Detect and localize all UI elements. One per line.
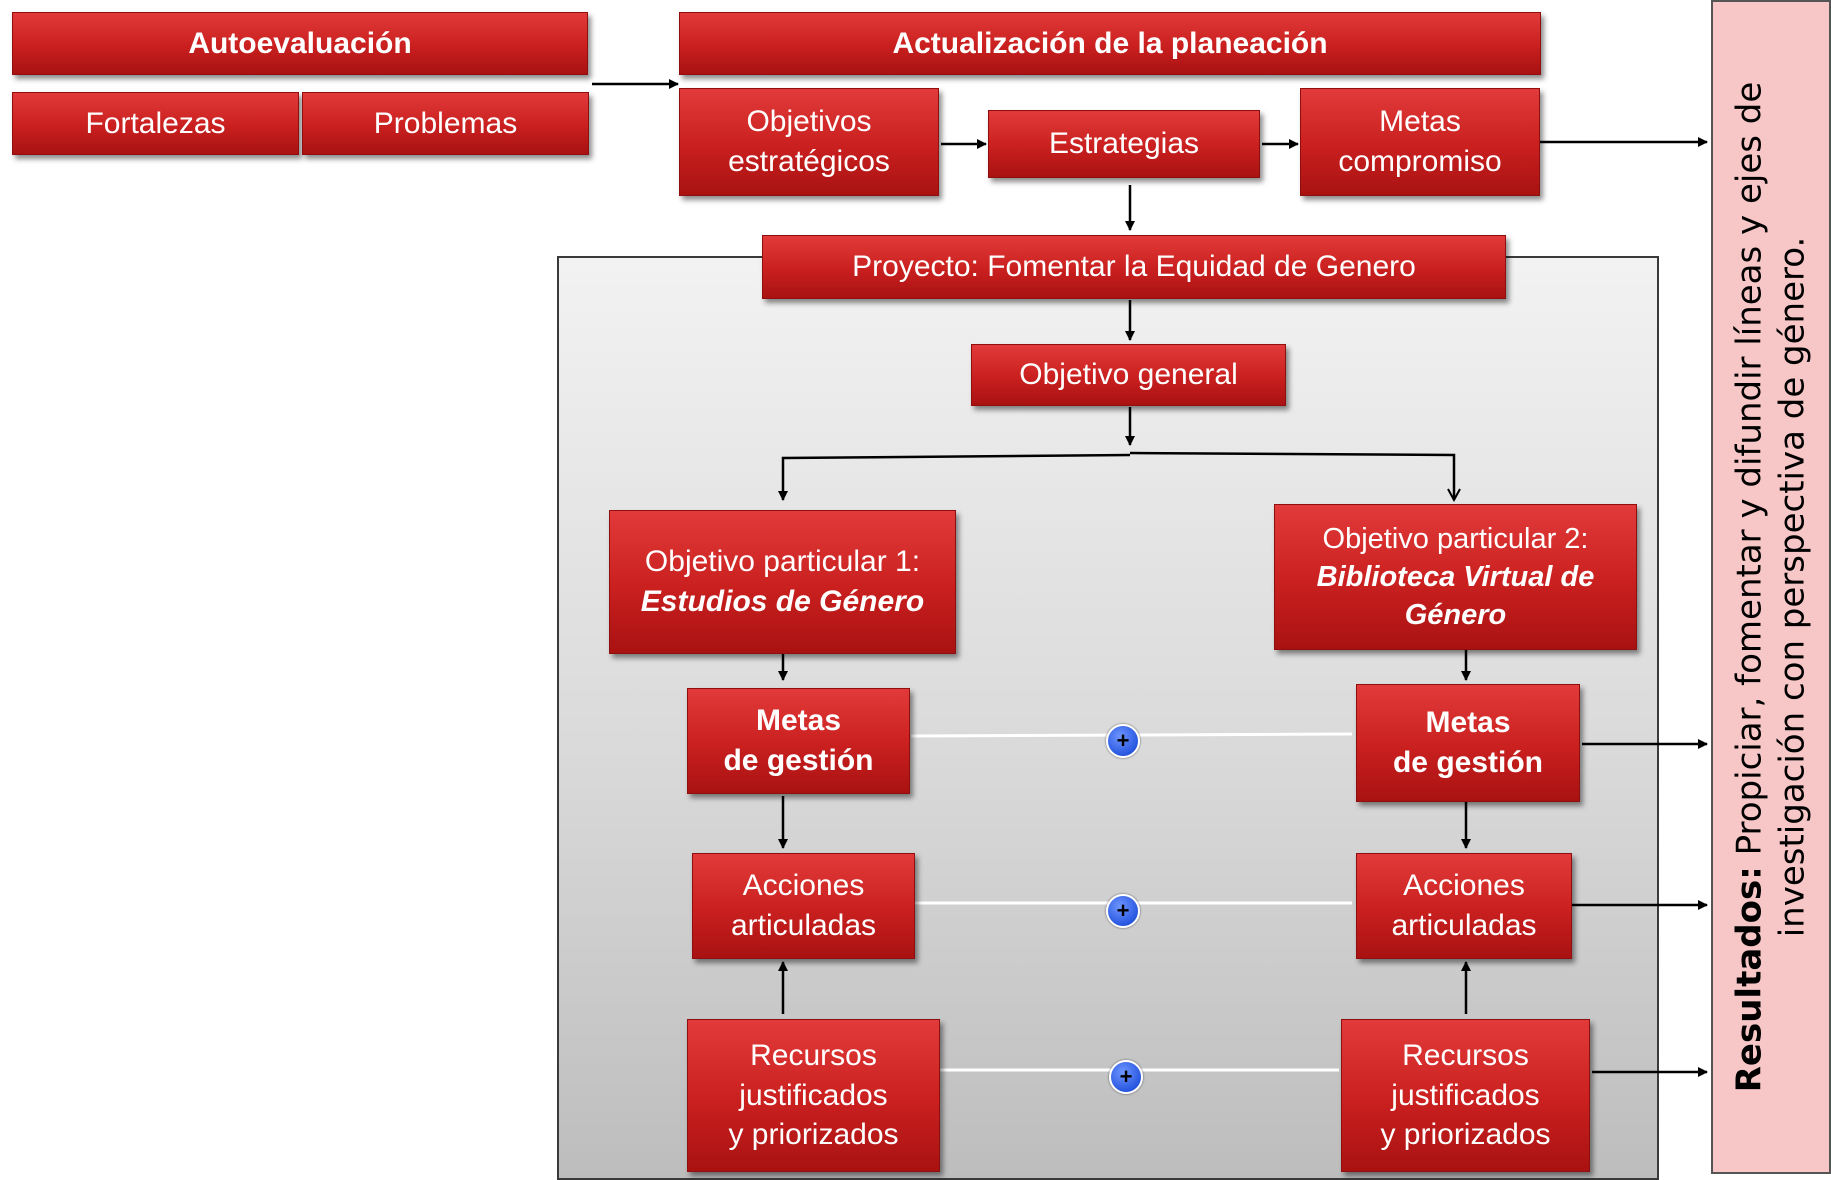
plus-icon: + xyxy=(1109,1060,1143,1094)
acciones-articuladas-right-box: Acciones articuladas xyxy=(1356,853,1572,959)
actualizacion-planeacion-box: Actualización de la planeación xyxy=(679,12,1541,75)
objetivo-general-box: Objetivo general xyxy=(971,344,1286,406)
objetivo-particular-2-box: Objetivo particular 2: Biblioteca Virtua… xyxy=(1274,504,1637,650)
acciones-articuladas-left-box: Acciones articuladas xyxy=(692,853,915,959)
objetivo-particular-1-label: Objetivo particular 1: xyxy=(644,545,921,579)
autoevaluacion-box: Autoevaluación xyxy=(12,12,588,75)
estrategias-box: Estrategias xyxy=(988,110,1260,178)
objetivo-particular-2-label: Objetivo particular 2: xyxy=(1322,522,1589,555)
objetivos-estrategicos-box: Objetivos estratégicos xyxy=(679,88,939,196)
metas-gestion-right-box: Metas de gestión xyxy=(1356,684,1580,802)
problemas-box: Problemas xyxy=(302,92,589,155)
line-branch-left xyxy=(778,453,1131,501)
plus-icon: + xyxy=(1106,724,1140,758)
results-panel: Resultados: Propiciar, fomentar y difund… xyxy=(1711,0,1831,1174)
recursos-left-box: Recursos justificados y priorizados xyxy=(687,1019,940,1172)
objetivo-particular-1-box: Objetivo particular 1: Estudios de Géner… xyxy=(609,510,956,654)
fortalezas-box: Fortalezas xyxy=(12,92,299,155)
line-branch-right xyxy=(1129,451,1454,500)
objetivo-particular-1-name: Estudios de Género xyxy=(640,585,925,618)
objetivo-particular-2-name: Biblioteca Virtual de Género xyxy=(1316,560,1595,632)
proyecto-title-box: Proyecto: Fomentar la Equidad de Genero xyxy=(762,235,1506,299)
metas-compromiso-box: Metas compromiso xyxy=(1300,88,1540,196)
recursos-right-box: Recursos justificados y priorizados xyxy=(1341,1019,1590,1172)
plus-icon: + xyxy=(1106,894,1140,928)
metas-gestion-left-box: Metas de gestión xyxy=(687,688,910,794)
